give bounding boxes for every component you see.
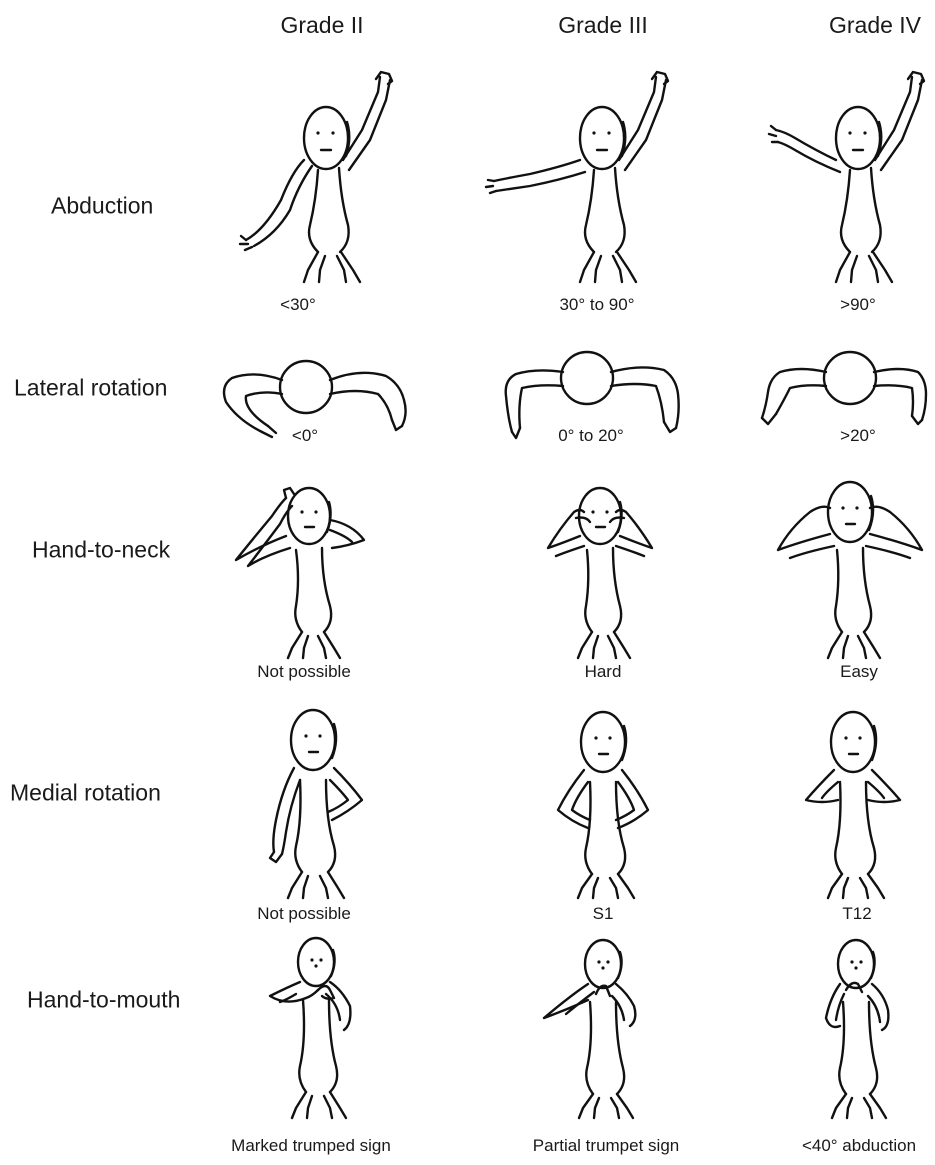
medial-rotation-grade-3-figure xyxy=(558,712,648,898)
hand-to-neck-grade-4-figure xyxy=(778,482,922,658)
lateral-rotation-grade-4-figure xyxy=(762,352,926,424)
abduction-grade-4-figure xyxy=(769,72,924,282)
medial-rotation-grade-2-figure xyxy=(270,710,362,898)
medial-rotation-grade-4-figure xyxy=(806,712,900,898)
abduction-grade-2-figure xyxy=(240,72,392,282)
lateral-rotation-grade-3-figure xyxy=(506,352,679,438)
hand-to-neck-grade-2-figure xyxy=(236,488,364,658)
hand-to-mouth-grade-2-figure xyxy=(270,938,350,1118)
lateral-rotation-grade-2-figure xyxy=(224,361,406,437)
abduction-grade-3-figure xyxy=(486,72,668,282)
hand-to-neck-grade-3-figure xyxy=(548,488,652,658)
hand-to-mouth-grade-4-figure xyxy=(826,940,888,1118)
hand-to-mouth-grade-3-figure xyxy=(544,940,635,1118)
